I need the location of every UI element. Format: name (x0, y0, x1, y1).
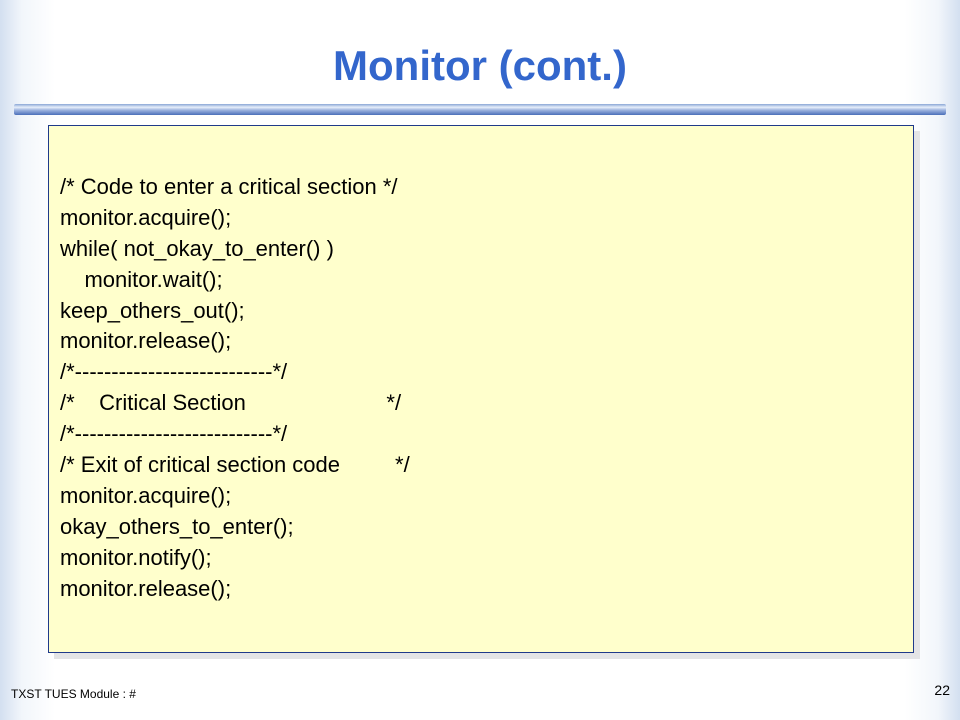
code-line: /*---------------------------*/ (60, 359, 288, 385)
code-listing: /* Code to enter a critical section */ m… (60, 172, 410, 604)
code-line: while( not_okay_to_enter() ) (60, 235, 334, 261)
code-line: monitor.wait(); (60, 266, 223, 292)
page-number: 22 (934, 682, 950, 698)
code-line: /* Exit of critical section code */ (60, 452, 410, 478)
code-box: /* Code to enter a critical section */ m… (48, 125, 914, 653)
code-line: /* Critical Section */ (60, 390, 402, 416)
code-line: monitor.release(); (60, 328, 232, 354)
code-line: /* Code to enter a critical section */ (60, 174, 398, 199)
code-line: /*---------------------------*/ (60, 421, 288, 447)
footer-module-label: TXST TUES Module : # (11, 687, 136, 701)
code-line: monitor.release(); (60, 575, 232, 601)
code-line: monitor.acquire(); (60, 204, 232, 230)
code-line: monitor.acquire(); (60, 482, 232, 508)
code-line: keep_others_out(); (60, 297, 245, 323)
code-line: monitor.notify(); (60, 544, 212, 570)
title-divider (14, 104, 946, 115)
code-line: okay_others_to_enter(); (60, 513, 294, 539)
slide-title: Monitor (cont.) (333, 42, 627, 89)
